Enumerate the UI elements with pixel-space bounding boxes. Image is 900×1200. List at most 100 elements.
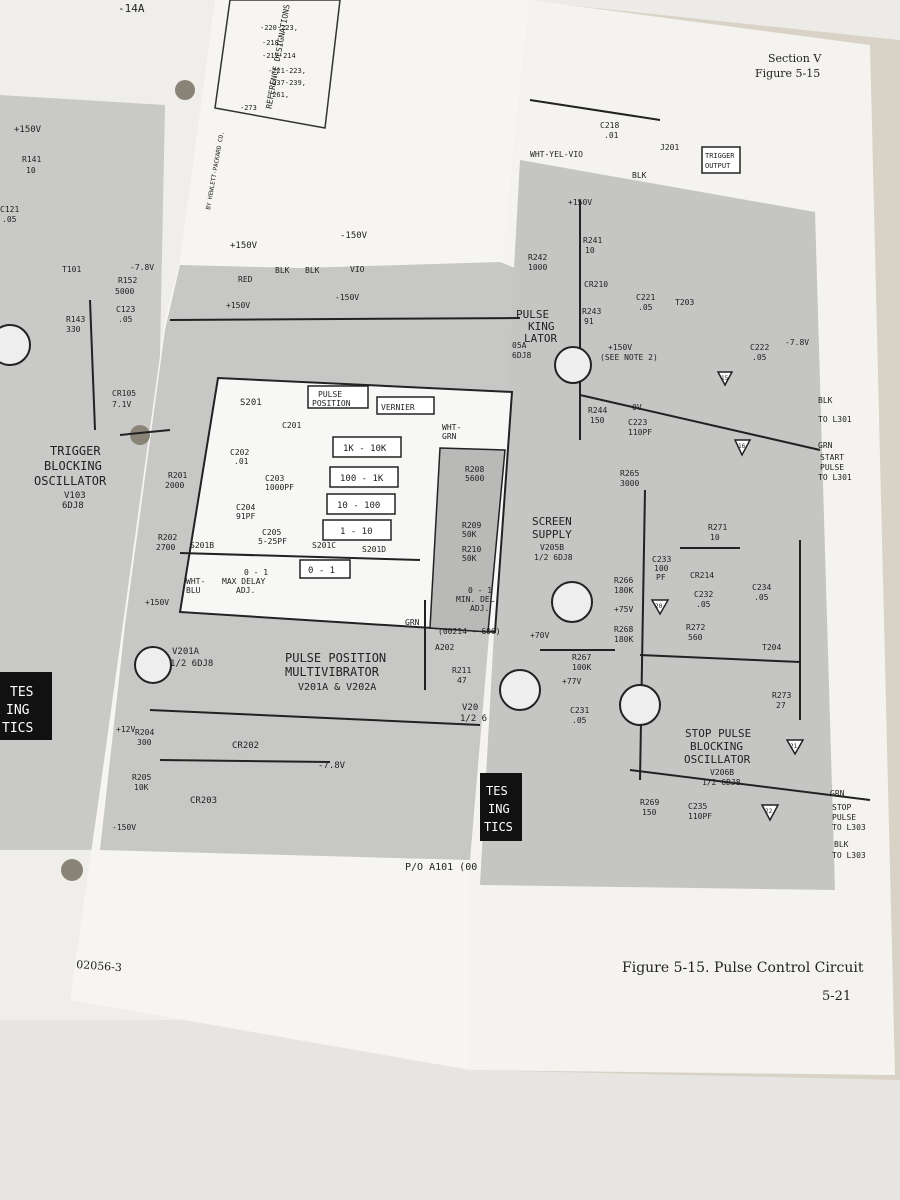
screen-supply-line: SUPPLY (532, 528, 572, 541)
schematic-wires (89, 99, 871, 801)
binding-hole (175, 80, 195, 100)
vernier-board (429, 447, 506, 633)
r242-line: R242 (528, 253, 547, 262)
max-delay-line: MAX DELAY (222, 577, 266, 586)
mv-title-line: PULSE POSITION (285, 651, 386, 665)
r210-line: 50K (462, 554, 477, 563)
cap-label: 91PF (236, 512, 255, 521)
trigger-osc-line: BLOCKING (44, 459, 102, 473)
c231-line: C231 (570, 706, 589, 715)
ref-line: -212-214 (262, 52, 296, 60)
r266-line: 180K (614, 586, 633, 595)
rp-plus77: +77V (562, 677, 581, 686)
mv-tube: V201A (172, 647, 200, 657)
mv-subtitle: V201A & V202A (298, 682, 376, 693)
ref-line: -261, (268, 91, 289, 99)
r210-line: R210 (462, 545, 481, 554)
supply-blk: BLK (305, 266, 320, 275)
lp-comp: -7.8V (130, 263, 154, 272)
c222-line: .05 (752, 353, 767, 362)
range-label: 0 - 1 (308, 566, 335, 576)
lp-comp: 10 (26, 166, 36, 175)
reference-box (214, 0, 341, 129)
range-label: 1 - 10 (340, 527, 373, 537)
r271-line: 10 (710, 533, 720, 542)
trigger-output-line: TRIGGER (705, 152, 735, 160)
v205a-line: 05A (512, 341, 527, 350)
min-del-line: ADJ. (470, 604, 489, 613)
r244-line: 150 (590, 416, 605, 425)
stamp-right-line: TICS (484, 820, 513, 834)
r241-line: R241 (583, 236, 602, 245)
lp-comp: .05 (2, 215, 17, 224)
rp-blk: BLK (632, 171, 647, 180)
mv-plus150: +150V (145, 598, 169, 607)
wht-grn-line: WHT- (442, 423, 461, 432)
start-pulse-line: PULSE (820, 463, 844, 472)
r273-line: R273 (772, 691, 791, 700)
s201-label: S201 (240, 398, 262, 408)
tube-symbols (0, 324, 661, 726)
supply-bottom-plus: +150V (226, 301, 250, 310)
c234-line: C234 (752, 583, 771, 592)
lp-comp: .05 (118, 315, 133, 324)
r269-line: 150 (642, 808, 657, 817)
ref-line: -273 (240, 104, 257, 112)
blk-l303-line: BLK (834, 840, 849, 849)
stamp-left-line: TES (10, 685, 33, 700)
r268-line: R268 (614, 625, 633, 634)
lp-comp: T101 (62, 265, 81, 274)
stop-pulse-line: STOP (832, 803, 851, 812)
rp-neg78: -7.8V (785, 338, 809, 347)
lp-comp: R152 (118, 276, 137, 285)
vernier-label: VERNIER (381, 403, 415, 412)
range-label: 100 - 1K (340, 474, 384, 484)
v205a-line: 6DJ8 (512, 351, 531, 360)
c233-line: C233 (652, 555, 671, 564)
r209-line: R209 (462, 521, 481, 530)
r204-line: 300 (137, 738, 152, 747)
tri-label: 21 (790, 743, 798, 750)
stamp-right-line: TES (486, 784, 508, 798)
doc-code: 02056-3 (76, 958, 123, 974)
lp-comp: +150V (14, 125, 42, 135)
max-delay-line: 0 - 1 (244, 568, 268, 577)
cap-label: C203 (265, 474, 284, 483)
r266-line: R266 (614, 576, 633, 585)
r244-line: R244 (588, 406, 607, 415)
r272-line: 560 (688, 633, 703, 642)
to-l301-blk-line: TO L301 (818, 415, 852, 424)
cap-label: C204 (236, 503, 255, 512)
lp-comp: R143 (66, 315, 85, 324)
r208-line: R208 (465, 465, 484, 474)
stamp-right (480, 773, 522, 841)
supply-minus150: -150V (340, 231, 368, 241)
r268-line: 180K (614, 635, 633, 644)
wht-grn-line: GRN (442, 432, 457, 441)
a202-label: A202 (435, 643, 454, 652)
ref-line: -218, (262, 39, 283, 47)
supply-vio: VIO (350, 265, 365, 274)
stop-pulse-line: GRN (830, 789, 845, 798)
rp-plus70: +70V (530, 631, 549, 640)
mv-title-line: MULTIVIBRATOR (285, 665, 380, 679)
ref-line: -220-223, (260, 24, 298, 32)
r241-line: 10 (585, 246, 595, 255)
binding-hole (61, 859, 83, 881)
c234-line: .05 (754, 593, 769, 602)
r211-line: 47 (457, 676, 467, 685)
lp-comp: C121 (0, 205, 19, 214)
c233-line: 100 (654, 564, 669, 573)
r205-line: 10K (134, 783, 149, 792)
mv-tube-type: 1/2 6DJ8 (170, 659, 213, 669)
page-number: 5-21 (822, 989, 851, 1004)
c232-line: C232 (694, 590, 713, 599)
stamp-left-line: ING (6, 703, 30, 718)
v206b-line: V206B (710, 768, 734, 777)
r243-line: R243 (582, 307, 601, 316)
t203-label: T203 (675, 298, 694, 307)
to-l301-blk-line: BLK (818, 396, 833, 405)
c233-line: PF (656, 573, 666, 582)
c223-line: C223 (628, 418, 647, 427)
